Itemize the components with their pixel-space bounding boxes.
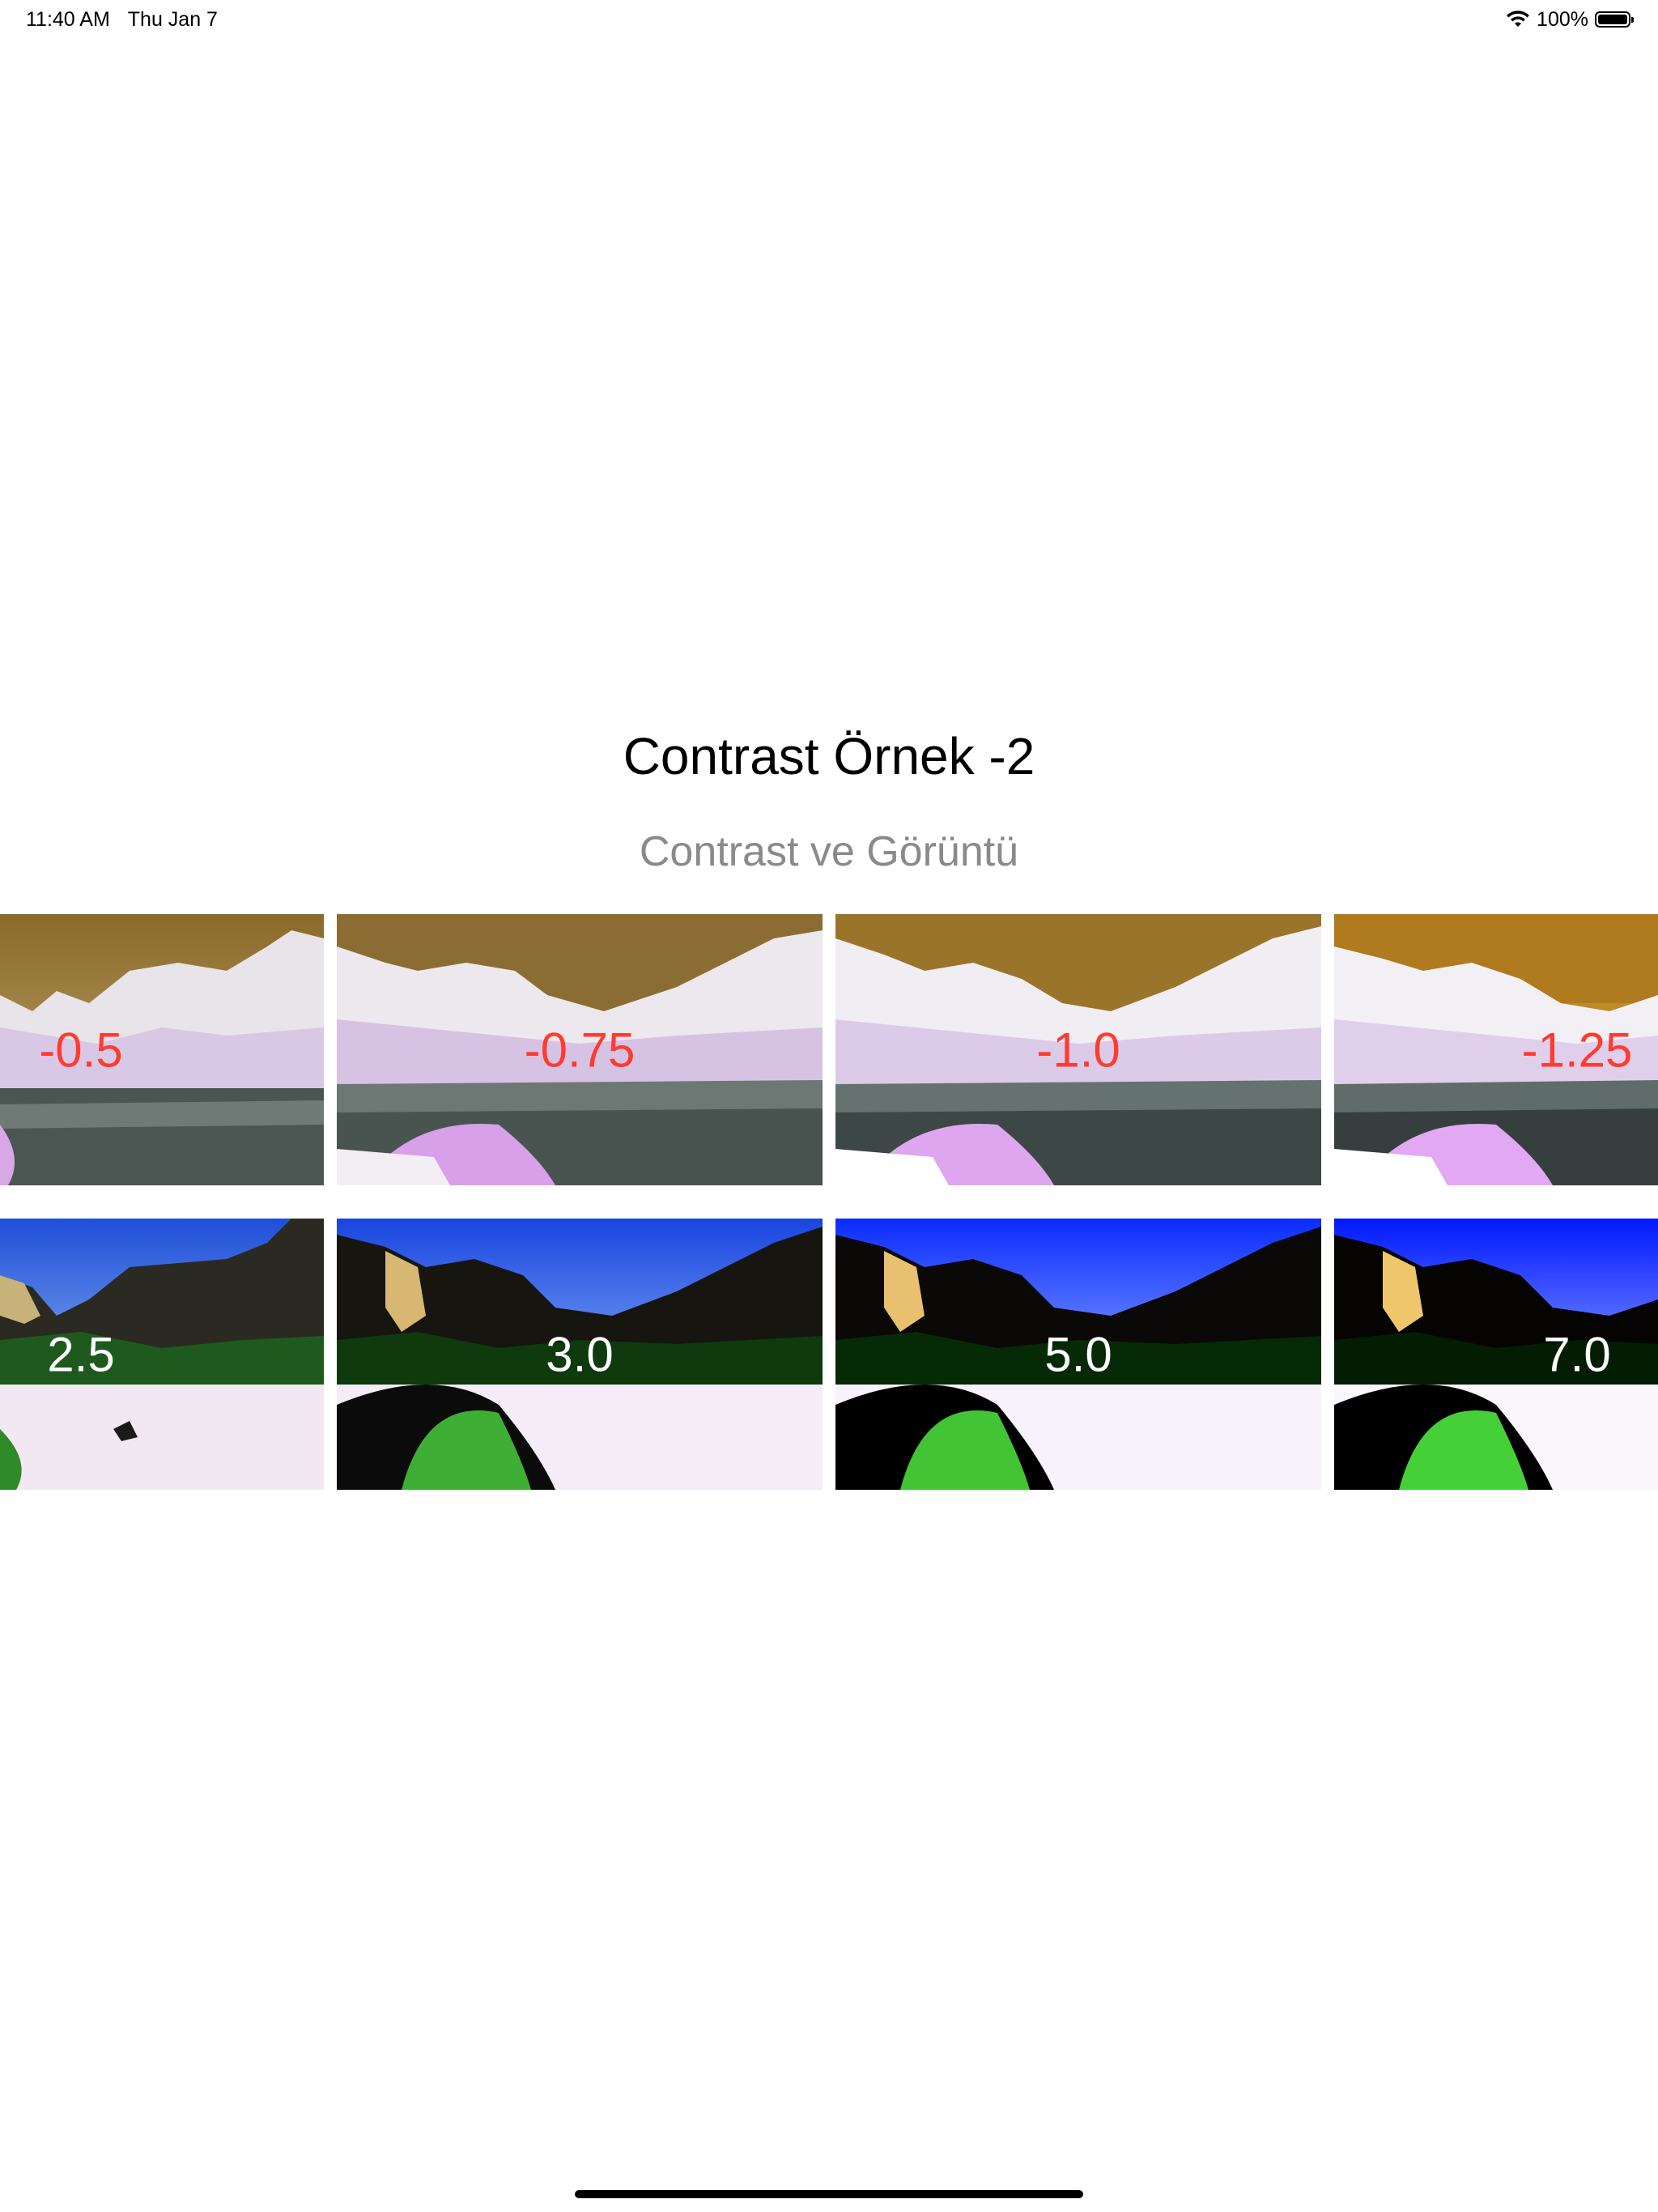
contrast-value-label: 3.0 xyxy=(546,1327,614,1381)
status-bar-right: 100% xyxy=(1506,5,1634,34)
image-tile-pos-1[interactable]: 2.5 xyxy=(0,1219,324,1490)
status-bar-left: 11:40 AM Thu Jan 7 xyxy=(26,5,218,34)
landscape-image xyxy=(337,1219,823,1490)
status-time: 11:40 AM xyxy=(26,7,110,31)
image-tile-neg-3[interactable]: -1.0 xyxy=(835,914,1321,1185)
contrast-value-label: -0.75 xyxy=(524,1023,636,1077)
contrast-value-label: 2.5 xyxy=(47,1327,115,1381)
inverted-landscape-image xyxy=(835,914,1321,1185)
status-date: Thu Jan 7 xyxy=(127,7,218,31)
image-tile-neg-4[interactable]: -1.25 xyxy=(1334,914,1658,1185)
battery-percent: 100% xyxy=(1537,7,1588,31)
image-tile-pos-2[interactable]: 3.0 xyxy=(337,1219,823,1490)
contrast-value-label: -1.25 xyxy=(1521,1023,1633,1077)
inverted-landscape-image xyxy=(0,914,324,1185)
battery-icon xyxy=(1595,11,1634,28)
image-tile-pos-3[interactable]: 5.0 xyxy=(835,1219,1321,1490)
inverted-landscape-image xyxy=(1334,914,1658,1185)
landscape-image xyxy=(1334,1219,1658,1490)
landscape-image xyxy=(0,1219,324,1490)
inverted-landscape-image xyxy=(337,914,823,1185)
image-tile-pos-4[interactable]: 7.0 xyxy=(1334,1219,1658,1490)
page-title: Contrast Örnek -2 xyxy=(623,727,1035,785)
home-indicator[interactable] xyxy=(575,2190,1083,2198)
contrast-value-label: 7.0 xyxy=(1543,1327,1611,1381)
contrast-value-label: -0.5 xyxy=(39,1023,123,1077)
image-tile-neg-1[interactable]: -0.5 xyxy=(0,914,324,1185)
contrast-value-label: 5.0 xyxy=(1044,1327,1112,1381)
wifi-icon xyxy=(1507,11,1530,27)
contrast-value-label: -1.0 xyxy=(1036,1023,1120,1077)
page-subtitle: Contrast ve Görüntü xyxy=(639,828,1019,875)
landscape-image xyxy=(835,1219,1321,1490)
image-tile-neg-2[interactable]: -0.75 xyxy=(337,914,823,1185)
